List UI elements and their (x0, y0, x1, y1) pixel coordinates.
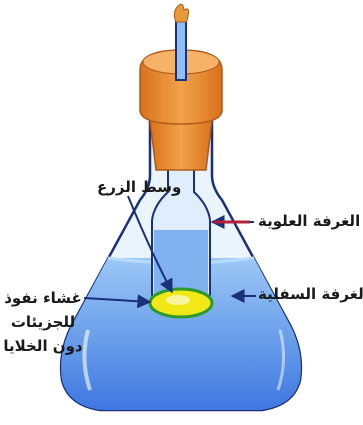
tube-flame (174, 4, 188, 22)
stopper-lower (150, 120, 212, 170)
label-upper-chamber: الغرفة العلوية (258, 212, 360, 230)
label-lower-chamber: الغرفة السفلية (258, 285, 363, 303)
label-growth-medium: وسط الزرع (97, 178, 181, 196)
tube (176, 20, 186, 80)
growth-medium-drop (166, 295, 190, 305)
label-membrane: غشاء نفوذ للجزيئات دون الخلايا (2, 286, 84, 358)
